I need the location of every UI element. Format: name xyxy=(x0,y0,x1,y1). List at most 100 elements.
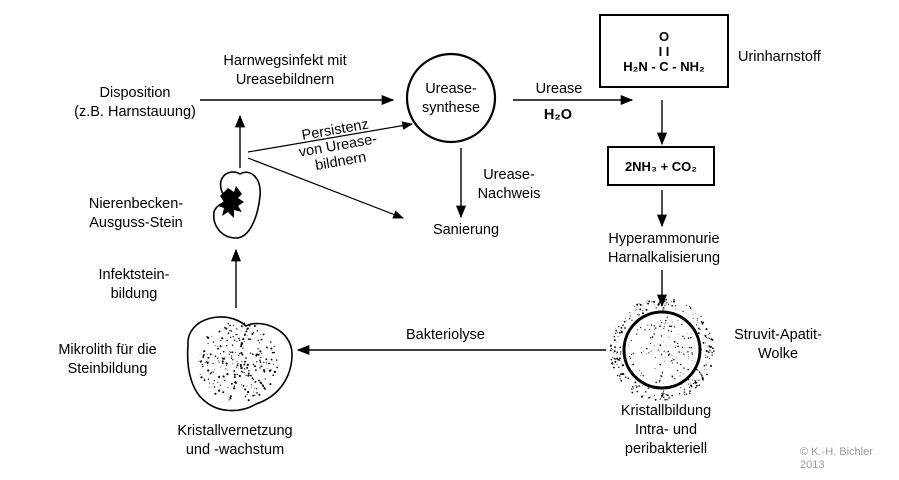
struvit-label: Struvit-Apatit-Wolke xyxy=(734,327,822,362)
stipple-dot xyxy=(614,332,617,334)
stipple-dot xyxy=(234,381,238,384)
stipple-dot xyxy=(675,361,677,363)
stipple-dot xyxy=(226,339,228,342)
stipple-dot xyxy=(704,342,706,344)
stipple-dot xyxy=(664,305,666,307)
stipple-dot xyxy=(203,378,205,379)
h2o-label: H₂O xyxy=(543,107,573,123)
stipple-dot xyxy=(225,327,228,330)
stipple-dot xyxy=(672,358,673,359)
stipple-dot xyxy=(248,324,251,327)
stipple-dot xyxy=(632,363,635,366)
stipple-dot xyxy=(263,370,266,373)
stipple-dot xyxy=(222,391,225,394)
stipple-dot xyxy=(218,389,221,392)
stipple-dot xyxy=(233,387,236,390)
stipple-dot xyxy=(227,332,230,335)
ammonia-box: 2NH₃ + CO₂ xyxy=(607,146,715,186)
stipple-dot xyxy=(263,369,265,371)
stipple-dot xyxy=(688,346,690,349)
stipple-dot xyxy=(255,353,259,356)
bakteriolyse-label: Bakteriolyse xyxy=(406,327,485,343)
stipple-dot xyxy=(707,334,709,336)
stipple-dot xyxy=(663,396,665,398)
stipple-dot xyxy=(686,332,688,334)
stipple-dot xyxy=(629,312,631,314)
stipple-dot xyxy=(704,369,706,371)
stipple-dot xyxy=(648,352,650,354)
stipple-dot xyxy=(664,322,666,323)
stipple-dot xyxy=(616,357,619,360)
stipple-dot xyxy=(654,344,655,346)
stipple-dot xyxy=(663,300,666,303)
stipple-dot xyxy=(645,353,647,355)
stipple-dot xyxy=(690,333,692,335)
stipple-dot xyxy=(641,312,644,315)
stipple-dot xyxy=(667,317,668,319)
stipple-dot xyxy=(683,393,685,395)
stipple-dot xyxy=(667,335,669,337)
stipple-dot xyxy=(257,348,259,350)
stipple-dot xyxy=(219,345,222,348)
stipple-dot xyxy=(648,328,651,330)
stipple-dot xyxy=(631,391,634,394)
stipple-dot xyxy=(663,307,665,309)
stipple-dot xyxy=(620,352,622,354)
stipple-dot xyxy=(643,395,645,396)
stipple-dot xyxy=(704,334,707,337)
stipple-dot xyxy=(663,382,664,384)
stipple-dot xyxy=(263,361,265,364)
stipple-dot xyxy=(243,368,246,370)
stipple-dot xyxy=(708,358,711,360)
stipple-dot xyxy=(253,325,256,327)
stipple-dot xyxy=(622,324,624,326)
stipple-dot xyxy=(213,386,216,388)
stipple-dot xyxy=(217,381,219,383)
stipple-dot xyxy=(681,346,684,348)
formula-oxygen: O xyxy=(658,28,670,44)
stipple-dot xyxy=(616,353,618,354)
stipple-dot xyxy=(613,366,615,369)
stipple-dot xyxy=(254,394,256,396)
stipple-dot xyxy=(710,346,712,348)
stipple-dot xyxy=(690,384,692,387)
stipple-dot xyxy=(639,308,642,310)
stipple-dot xyxy=(207,336,210,339)
stipple-dot xyxy=(255,369,257,371)
stipple-dot xyxy=(241,384,243,386)
stipple-dot xyxy=(663,361,665,362)
stipple-dot xyxy=(639,303,642,306)
stipple-dot xyxy=(684,347,686,348)
stipple-dot xyxy=(273,345,275,348)
stipple-dot xyxy=(638,314,640,316)
stipple-dot xyxy=(616,374,619,377)
stipple-dot xyxy=(265,362,267,364)
formula-main: H₂N - C - NH₂ xyxy=(623,58,705,74)
stipple-dot xyxy=(217,347,220,350)
stipple-dot xyxy=(238,363,240,365)
stipple-dot xyxy=(671,394,674,397)
stipple-dot xyxy=(640,372,642,374)
stipple-dot xyxy=(638,303,640,305)
stipple-dot xyxy=(265,358,268,361)
stipple-dot xyxy=(615,327,616,329)
stipple-dot xyxy=(620,380,623,382)
stipple-dot xyxy=(202,355,205,357)
stipple-dot xyxy=(655,307,657,309)
stipple-dot xyxy=(207,354,209,356)
stipple-dot xyxy=(257,353,260,356)
stipple-dot xyxy=(270,369,272,371)
stipple-dot xyxy=(677,334,679,335)
stipple-dot xyxy=(240,345,243,348)
stipple-dot xyxy=(236,340,238,343)
stipple-dot xyxy=(252,353,254,356)
stipple-dot xyxy=(256,388,258,390)
stipple-dot xyxy=(219,384,221,386)
stipple-dot xyxy=(661,392,663,395)
stipple-dot xyxy=(646,325,647,326)
stipple-dot xyxy=(636,314,638,316)
stipple-dot xyxy=(683,353,685,355)
stipple-dot xyxy=(271,351,274,354)
stipple-dot xyxy=(631,388,633,390)
